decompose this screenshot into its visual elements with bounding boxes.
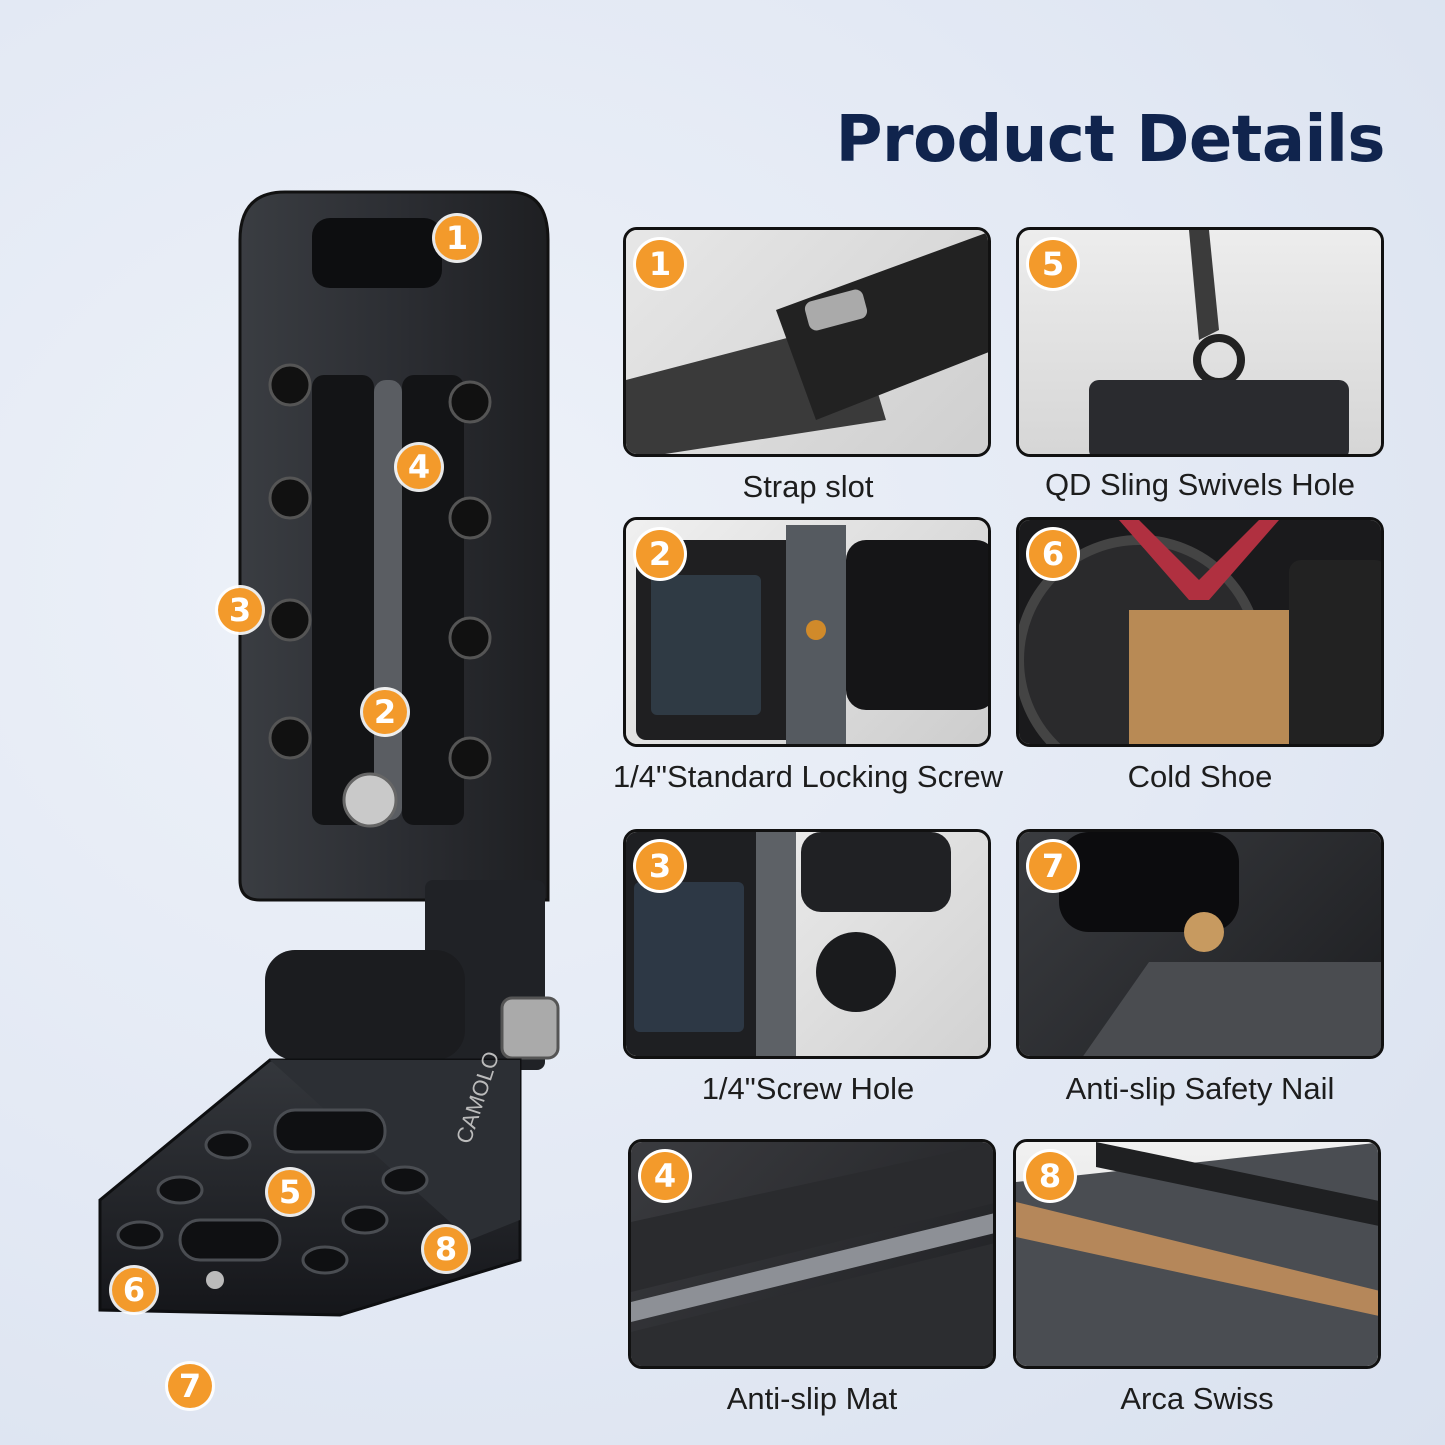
detail-number: 6 — [1029, 530, 1077, 578]
anti-slip-mat-photo — [631, 1142, 993, 1366]
l-bracket-illustration: CAMOLO 1 2 3 4 5 6 7 8 — [40, 180, 580, 1420]
detail-number: 5 — [1029, 240, 1077, 288]
marker-8: 8 — [424, 1227, 468, 1271]
marker-5: 5 — [268, 1170, 312, 1214]
detail-number: 3 — [636, 842, 684, 890]
detail-card-anti-slip-mat: 4 — [628, 1139, 996, 1369]
caption-anti-slip-mat: Anti-slip Mat — [726, 1381, 898, 1416]
detail-card-strap-slot: 1 — [623, 227, 991, 457]
arca-swiss-illustration — [1016, 1142, 1378, 1366]
cold-shoe-photo — [1019, 520, 1381, 744]
marker-3: 3 — [218, 588, 262, 632]
marker-2: 2 — [363, 690, 407, 734]
caption-screw-hole: 1/4"Screw Hole — [701, 1071, 915, 1106]
arca-swiss-photo — [1016, 1142, 1378, 1366]
strap-slot-photo — [626, 230, 988, 454]
marker-1: 1 — [435, 216, 479, 260]
detail-card-safety-nail: 7 — [1016, 829, 1384, 1059]
locking-screw-illustration — [636, 525, 988, 744]
caption-safety-nail: Anti-slip Safety Nail — [1065, 1071, 1335, 1106]
caption-strap-slot: Strap slot — [742, 469, 874, 504]
l-bracket-drawing: CAMOLO — [98, 190, 560, 1317]
marker-4: 4 — [397, 445, 441, 489]
caption-arca-swiss: Arca Swiss — [1120, 1381, 1274, 1416]
detail-card-arca-swiss: 8 — [1013, 1139, 1381, 1369]
qd-sling-illustration — [1089, 230, 1349, 454]
detail-card-screw-hole: 3 — [623, 829, 991, 1059]
detail-number: 8 — [1026, 1152, 1074, 1200]
caption-locking-screw: 1/4"Standard Locking Screw — [612, 759, 1004, 794]
detail-card-cold-shoe: 6 — [1016, 517, 1384, 747]
anti-slip-mat-illustration — [631, 1143, 993, 1366]
marker-6: 6 — [112, 1268, 156, 1312]
marker-7: 7 — [168, 1364, 212, 1408]
detail-card-locking-screw: 2 — [623, 517, 991, 747]
detail-number: 4 — [641, 1152, 689, 1200]
caption-cold-shoe: Cold Shoe — [1127, 759, 1273, 794]
locking-screw-photo — [626, 520, 988, 744]
detail-number: 2 — [636, 530, 684, 578]
detail-number: 1 — [636, 240, 684, 288]
safety-nail-illustration — [1059, 832, 1381, 1056]
detail-card-qd-sling: 5 — [1016, 227, 1384, 457]
cold-shoe-illustration — [1019, 520, 1381, 744]
strap-slot-illustration — [626, 232, 988, 454]
page-title: Product Details — [835, 103, 1386, 177]
caption-qd-sling: QD Sling Swivels Hole — [1044, 467, 1356, 502]
detail-number: 7 — [1029, 842, 1077, 890]
safety-nail-photo — [1019, 832, 1381, 1056]
screw-hole-photo — [626, 832, 988, 1056]
qd-sling-photo — [1019, 230, 1381, 454]
